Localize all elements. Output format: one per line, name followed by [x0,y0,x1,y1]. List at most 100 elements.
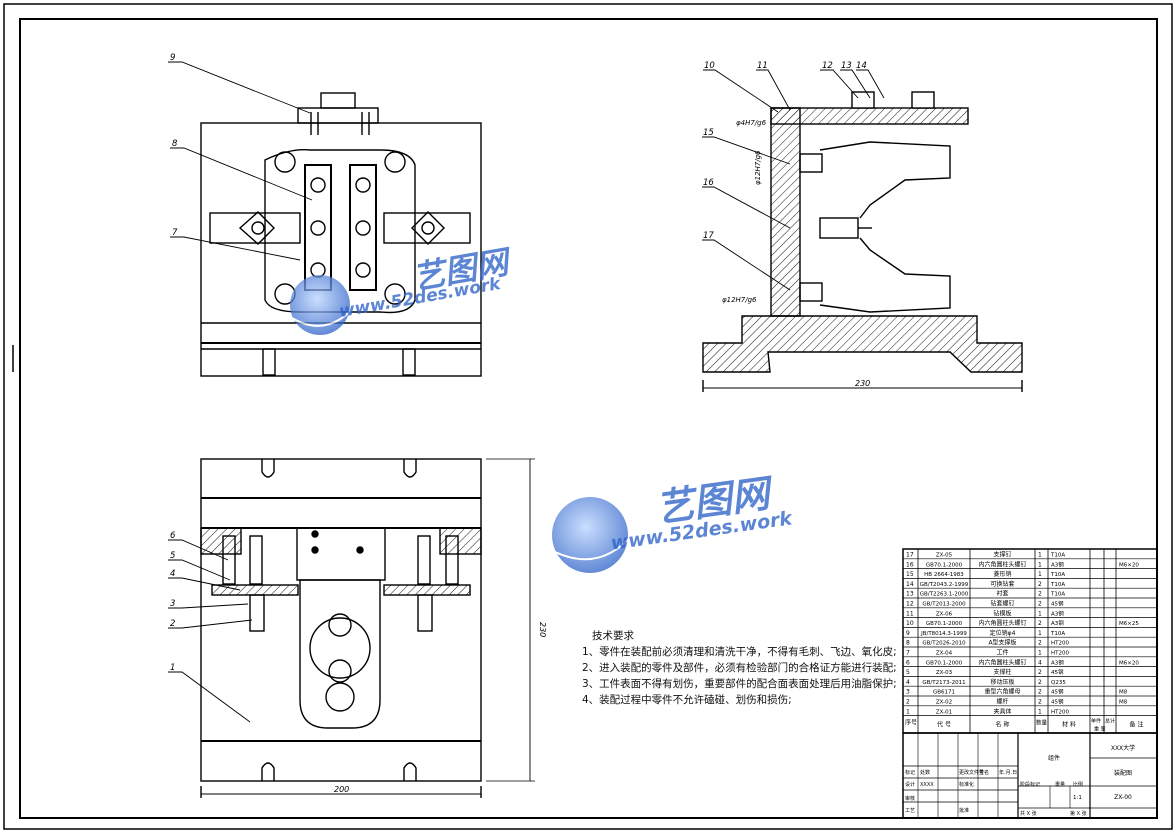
bom-cell-num: 4 [906,679,910,686]
bom-cell-material: T10A [1050,553,1065,559]
title-block-scale: 比例 [1073,781,1083,788]
bom-cell-material: T10A [1050,631,1065,637]
bom-header-single: 单件 [1091,718,1101,725]
bom-cell-name: 支撑钉 [993,551,1011,559]
callout-16: 16 [703,178,714,188]
front-base-outline [200,458,482,782]
bom-cell-num: 10 [906,620,914,627]
tech-req-title: 技术要求 [592,630,634,642]
callout-6: 6 [170,531,176,541]
bom-cell-code: GB6171 [933,690,955,696]
bom-cell-qty: 2 [1038,679,1042,686]
title-block-design: 设计 [905,781,915,788]
bom-cell-code: ZX-05 [936,553,953,559]
bom-cell-remark: M8 [1119,690,1128,696]
title-block-sign: 签名 [979,769,989,776]
bom-cell-qty: 2 [1038,669,1042,676]
bom-cell-name: 夹具体 [993,707,1011,715]
title-block-mark: 标记 [905,769,915,776]
bom-cell-material: Q235 [1051,680,1066,686]
bom-cell-code: ZX-03 [936,670,953,676]
bom-cell-num: 15 [906,571,914,578]
bom-cell-code: GB/T2026-2010 [922,641,966,647]
plan-view [200,92,482,377]
bom-cell-material: HT200 [1051,709,1069,715]
callout-2: 2 [170,619,175,629]
tech-req-item: 3、工件表面不得有划伤，重要部件的配合面表面处理后用油脂保护; [582,678,897,690]
bom-cell-num: 9 [906,630,910,637]
bom-cell-num: 12 [906,601,914,608]
callout-14: 14 [856,61,867,71]
title-block-approve: 批准 [959,807,969,814]
bom-cell-num: 3 [906,689,910,696]
title-block-standard: 标准化 [959,781,974,788]
title-block-count: 处数 [920,769,930,776]
leader-lines [168,61,885,723]
bom-header-num: 序号 [905,719,917,727]
bom-cell-num: 7 [906,650,910,657]
bom-header-total: 总计 [1105,718,1115,725]
bom-cell-material: 45钢 [1051,668,1064,676]
bom-cell-code: GB70.1-2000 [926,562,963,568]
bom-cell-code: ZX-01 [936,709,952,715]
bom-cell-qty: 2 [1038,640,1042,647]
bom-cell-name: 内六角圆柱头螺钉 [978,619,1026,627]
title-block-drawing-name: 装配图 [1114,769,1132,777]
dim-fit-2: φ12H7/g6 [754,150,762,185]
bom-cell-num: 8 [906,640,910,647]
bom-cell-qty: 2 [1038,581,1042,588]
bom-cell-code: HB 2664-1983 [924,572,964,578]
bom-cell-code: GB70.1-2000 [926,660,963,666]
callout-5: 5 [170,551,175,561]
bom-cell-material: A3钢 [1051,560,1064,568]
bom-cell-code: GB/T2043.2-1999 [920,582,969,588]
dimension-labels: 230 200 230 φ4H7/g6 φ12H7/g6 φ12H7/g6 [334,119,870,794]
bom-cell-num: 2 [906,699,910,706]
fixture-base-section [702,315,1023,373]
title-block-design-value: XXXX [920,782,934,788]
callout-3: 3 [170,599,175,609]
bom-cell-num: 6 [906,659,910,666]
bom-cell-material: 45钢 [1051,600,1064,608]
callout-13: 13 [841,61,852,71]
bom-cell-code: ZX-04 [936,651,953,657]
bom-cell-num: 11 [906,610,914,617]
bom-cell-qty: 1 [1038,650,1042,657]
globe-icon [290,275,350,335]
dim-bottom-width: 200 [334,785,349,794]
bom-header-remark: 备 注 [1130,721,1144,729]
tech-req-item: 2、进入装配的零件及部件，必须有检验部门的合格证方能进行装配; [582,662,897,674]
bom-cell-name: 衬套 [996,590,1008,598]
bom-header-material: 材 料 [1062,721,1076,729]
bom-cell-name: 螺杆 [996,698,1008,706]
bom-cell-material: T10A [1050,592,1065,598]
bom-cell-num: 14 [906,581,914,588]
title-block-stage: 阶段标记 [1020,781,1040,788]
callout-labels: 9 8 7 10 11 12 13 14 15 16 17 6 5 4 3 2 … [170,53,867,673]
watermark-logo-2 [552,497,641,573]
title-block-school: XXX大学 [1111,744,1135,752]
title-block-sheet: 第 X 张 [1070,810,1087,817]
callout-11: 11 [757,61,768,71]
bom-cell-num: 5 [906,669,910,676]
bom-cell-name: 钻模板 [993,609,1011,617]
bom-cell-code: GB/T2263.1-2000 [920,592,969,598]
bom-cell-qty: 1 [1038,610,1042,617]
title-block-check: 审核 [905,795,915,802]
callout-7: 7 [172,228,178,238]
dim-bottom-height: 230 [538,622,547,637]
bom-cell-code: GB/T2013-2000 [922,602,966,608]
bom-cell-qty: 2 [1038,699,1042,706]
bom-cell-material: T10A [1050,582,1065,588]
bom-cell-qty: 1 [1038,561,1042,568]
dim-fit-1: φ4H7/g6 [736,119,767,127]
bom-cell-material: A3钢 [1051,658,1064,666]
bom-cell-qty: 1 [1038,571,1042,578]
bom-cell-qty: 2 [1038,591,1042,598]
bom-cell-code: GB/T2173-2011 [922,680,965,686]
bom-cell-remark: M8 [1119,700,1128,706]
bom-cell-num: 1 [906,708,910,715]
callout-4: 4 [170,569,175,579]
